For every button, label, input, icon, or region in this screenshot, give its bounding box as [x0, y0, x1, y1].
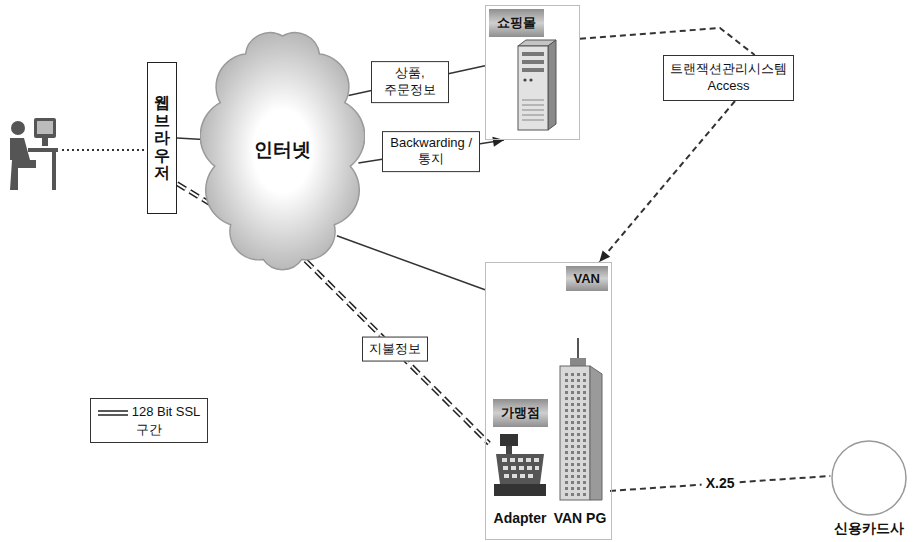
dashed-line — [580, 28, 755, 55]
edge-label: X.25 — [702, 473, 739, 493]
connector — [599, 101, 735, 262]
edge-label: 지불정보 — [362, 337, 428, 362]
legend-label: 128 Bit SSL 구간 — [132, 404, 201, 437]
legend-box: 128 Bit SSL 구간 — [90, 398, 208, 443]
server-icon — [518, 40, 556, 130]
circle-outline — [826, 438, 912, 518]
icon-caption: VAN PG — [554, 510, 607, 526]
edge-label-holder: X.25 — [702, 473, 739, 493]
equipment-group: VAN PG — [550, 331, 610, 526]
dashed-line — [599, 101, 735, 262]
cash-register-icon — [494, 434, 546, 496]
edge-label-holder: 상품, 주문정보 — [371, 61, 449, 103]
solid-line — [337, 236, 485, 290]
user-link — [62, 149, 144, 151]
cloud-shape — [200, 33, 365, 270]
user-icon — [10, 118, 58, 190]
system-panel: 쇼핑몰 — [485, 5, 580, 140]
box-label: 트랜잭션관리시스템 Access — [670, 61, 787, 95]
system-box: 트랜잭션관리시스템 Access — [663, 55, 794, 101]
edge-label-holder: 지불정보 — [362, 337, 428, 362]
connector — [177, 138, 203, 140]
circle-shape — [832, 441, 906, 515]
edge-label: 상품, 주문정보 — [371, 61, 449, 103]
equipment-group: 가맹점 Adapter — [489, 399, 551, 526]
browser-box: 웹브라우저 — [147, 62, 177, 214]
arrow-head — [492, 137, 504, 147]
panel-tag: VAN — [566, 266, 608, 291]
edge-label-holder: Backwarding /통지 — [382, 131, 480, 173]
building-icon — [560, 338, 602, 500]
connector — [337, 236, 485, 290]
circle-caption: 신용카드사 — [834, 520, 904, 538]
icon-caption: Adapter — [494, 510, 547, 526]
vertical-label: 웹브라우저 — [154, 94, 170, 182]
panel-tag: 가맹점 — [493, 399, 548, 427]
arrow-head — [599, 250, 610, 262]
legend-sample — [98, 409, 128, 417]
cloud-label: 인터넷 — [254, 137, 311, 163]
connector — [580, 28, 755, 55]
card-company-circle: 신용카드사 — [826, 438, 912, 538]
system-panel: VAN 가맹점 Adapter VAN PG — [485, 262, 612, 540]
panel-tag: 쇼핑몰 — [489, 9, 544, 37]
internet-cloud: 인터넷 — [200, 20, 365, 280]
edge-label: Backwarding /통지 — [382, 131, 480, 173]
solid-line — [177, 138, 203, 140]
